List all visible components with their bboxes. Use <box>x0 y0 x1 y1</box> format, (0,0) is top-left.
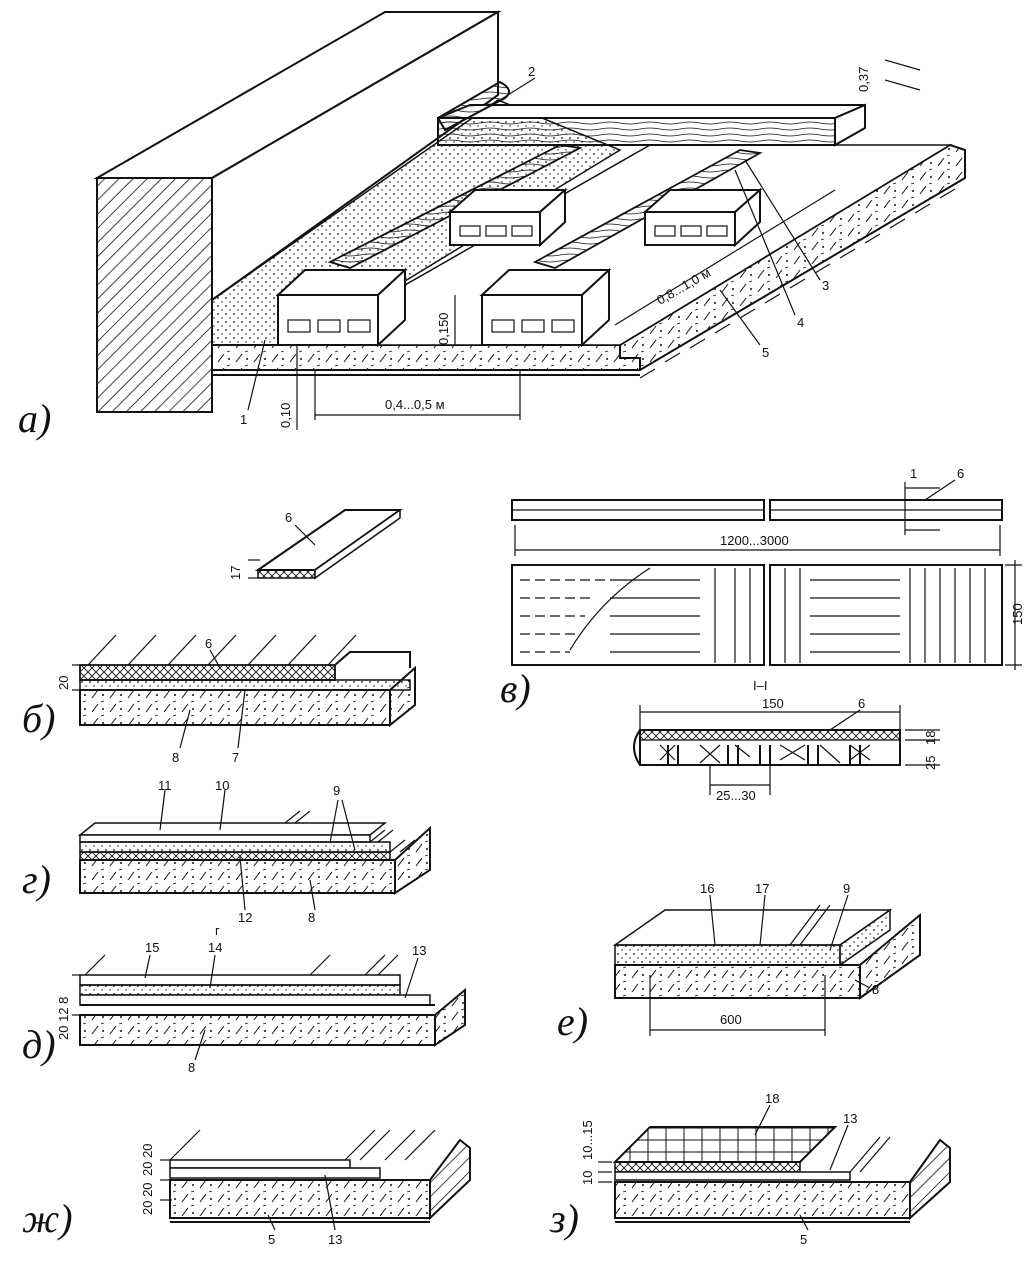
layer-9-e <box>614 944 841 966</box>
slab-8 <box>79 689 391 726</box>
panel-label-v: в) <box>500 666 531 711</box>
brick-post <box>275 267 408 348</box>
dim-width-150: 150 <box>1010 603 1025 625</box>
callout-8-e: 8 <box>872 982 879 997</box>
callout-18: 18 <box>765 1091 779 1106</box>
callout-8: 8 <box>172 750 179 765</box>
dim-thick-25: 25 <box>923 756 938 770</box>
callout-5-z: 5 <box>800 1232 807 1247</box>
panel-label-e: е) <box>557 999 588 1044</box>
callout-14: 14 <box>208 940 222 955</box>
callout-6-side: 6 <box>957 466 964 481</box>
floor-board <box>437 104 866 119</box>
callout-2: 2 <box>528 64 535 79</box>
layer-13-zh <box>169 1167 381 1179</box>
callout-3: 3 <box>822 278 829 293</box>
panel-v: 1 6 1200...3000 150 I–I 150 6 18 25 <box>500 466 1025 803</box>
panel-g: 11 10 9 12 8 г г) <box>22 778 431 938</box>
callout-8-d: 8 <box>188 1060 195 1075</box>
slab-8-g <box>79 859 396 894</box>
panel-z: 18 13 5 10...15 10 з) <box>549 1091 951 1247</box>
panel-label-z: з) <box>549 1196 579 1241</box>
panel-e: 16 17 9 8 600 е) <box>557 881 921 1044</box>
dim-zh-bottom: 20 20 <box>140 1182 155 1215</box>
callout-6-section: 6 <box>858 696 865 711</box>
board-plan-right <box>769 564 1003 666</box>
callout-section-1: 1 <box>910 466 917 481</box>
layer-mastic <box>79 679 411 691</box>
dim-thick-18: 18 <box>923 731 938 745</box>
callout-11: 11 <box>158 778 172 793</box>
callout-7: 7 <box>232 750 239 765</box>
tile-layer-18 <box>612 1126 838 1163</box>
dim-zh-top: 20 20 <box>140 1143 155 1176</box>
panel-label-b: б) <box>22 696 55 741</box>
skirting-board <box>436 80 510 132</box>
dim-layer-20: 20 <box>56 676 71 690</box>
section-label: I–I <box>753 678 767 693</box>
layer-15 <box>79 974 401 986</box>
callout-15: 15 <box>145 940 159 955</box>
callout-6-layer: 6 <box>205 636 212 651</box>
panel-label-g: г) <box>22 857 51 902</box>
callout-9: 9 <box>333 783 340 798</box>
layer-12 <box>79 851 391 861</box>
callout-4: 4 <box>797 315 804 330</box>
callout-16: 16 <box>700 881 714 896</box>
slab-8-d <box>79 1014 436 1046</box>
dim-width-150-section: 150 <box>762 696 784 711</box>
dim-post-spacing: 0,4...0,5 м <box>385 397 445 412</box>
dim-board-thickness: 0,37 <box>856 67 871 92</box>
layer-13-z <box>614 1171 851 1181</box>
callout-12: 12 <box>238 910 252 925</box>
dim-bed: 10 <box>580 1171 595 1185</box>
brick-post <box>447 187 568 248</box>
slab-5-zh <box>169 1179 431 1219</box>
callout-5: 5 <box>762 345 769 360</box>
dim-base: 0,10 <box>278 403 293 428</box>
callout-1: 1 <box>240 412 247 427</box>
panel-label-d: д) <box>22 1022 56 1067</box>
callout-17: 17 <box>755 881 769 896</box>
callout-9-e: 9 <box>843 881 850 896</box>
floor-board-face <box>437 117 836 146</box>
panel-a: 2 3 4 5 1 0,4...0,5 м 0,8...1,0 м 0,150 … <box>18 10 966 441</box>
dim-post-height: 0,150 <box>436 312 451 345</box>
layer-13 <box>79 994 431 1006</box>
layer-9 <box>79 841 391 853</box>
brick-post <box>479 267 612 348</box>
linoleum-top <box>77 822 388 836</box>
layer-parquet <box>79 664 336 681</box>
dim-rib: 25...30 <box>716 788 756 803</box>
callout-13-z: 13 <box>843 1111 857 1126</box>
slab-8-e <box>614 964 861 999</box>
panel-g-subletter: г <box>215 923 220 938</box>
dim-layers: 20 12 8 <box>56 997 71 1040</box>
panel-label-zh: ж) <box>22 1196 73 1241</box>
slab-5-z <box>614 1181 911 1219</box>
panel-zh: 5 13 20 20 20 20 ж) <box>22 1129 471 1247</box>
panel-b: 6 17 6 7 8 20 б) <box>22 508 416 765</box>
dim-board-17: 17 <box>228 566 243 580</box>
layer-top-zh <box>169 1159 351 1169</box>
wall <box>96 177 213 413</box>
callout-6-board: 6 <box>285 510 292 525</box>
dim-spacing-600: 600 <box>720 1012 742 1027</box>
callout-13: 13 <box>412 943 426 958</box>
callout-13-zh: 13 <box>328 1232 342 1247</box>
dim-length: 1200...3000 <box>720 533 789 548</box>
board-plan-left <box>511 564 765 666</box>
panel-d: 15 14 13 8 20 12 8 д) <box>22 940 466 1075</box>
callout-8-g: 8 <box>308 910 315 925</box>
brick-post <box>642 187 763 248</box>
dim-tile: 10...15 <box>580 1120 595 1160</box>
callout-5-zh: 5 <box>268 1232 275 1247</box>
panel-label-a: а) <box>18 396 51 441</box>
layer-14 <box>79 984 401 996</box>
callout-10: 10 <box>215 778 229 793</box>
